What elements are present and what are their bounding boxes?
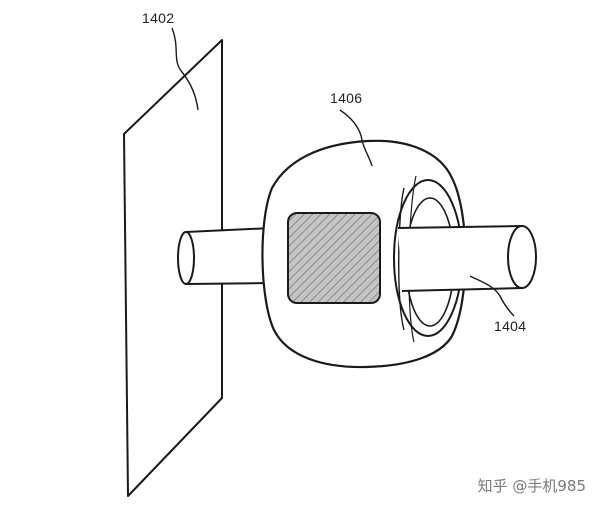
label-ring-device: 1406 xyxy=(330,90,363,106)
label-wall-plate: 1402 xyxy=(142,10,175,26)
rod-right-segment xyxy=(397,224,537,292)
watermark-text: 知乎 @手机985 xyxy=(477,477,586,495)
leader-line-1404 xyxy=(469,275,515,317)
leader-line-1402 xyxy=(171,27,199,111)
wall-plate xyxy=(123,39,223,497)
label-rod: 1404 xyxy=(494,318,527,334)
rod-end-face xyxy=(507,225,537,289)
leader-line-1406 xyxy=(339,109,373,167)
rod-left-segment xyxy=(177,226,273,285)
sensor-window xyxy=(287,212,381,304)
